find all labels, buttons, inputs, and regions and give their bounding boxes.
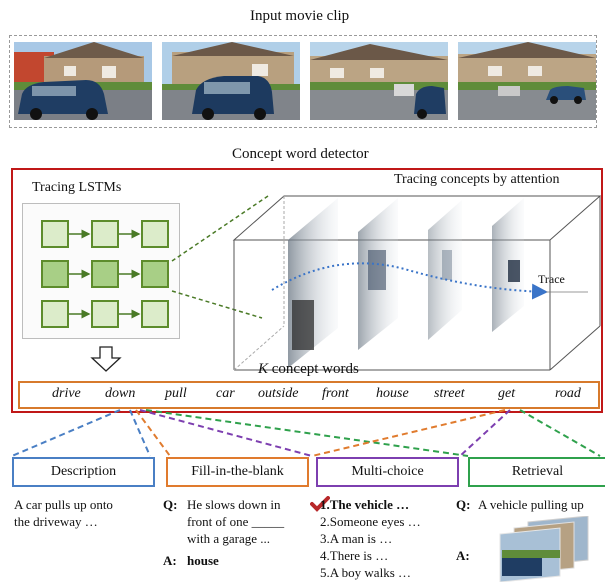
trace-label: Trace (538, 272, 565, 286)
movie-clip-strip (9, 35, 597, 128)
fill-answer-label: A: (163, 553, 177, 568)
lstm-cell (41, 220, 69, 248)
description-text: A car pulls up onto the driveway … (14, 497, 113, 529)
multi-choice-option: 5.A boy walks … (320, 565, 411, 580)
lstm-cell (141, 300, 169, 328)
concept-words-title: K concept words (258, 361, 359, 377)
video-frame-2 (162, 42, 300, 120)
task-retrieval: Retrieval (468, 457, 605, 487)
concept-word: get (498, 386, 516, 401)
lstm-cell (41, 300, 69, 328)
task-multi-choice: Multi-choice (316, 457, 459, 487)
multi-choice-option: 3.A man is … (320, 531, 393, 546)
lstm-cell (141, 220, 169, 248)
task-description: Description (12, 457, 155, 487)
video-frame-4 (458, 42, 596, 120)
lstm-cell (91, 260, 119, 288)
retrieval-query-text: A vehicle pulling up (478, 497, 584, 512)
concept-word: house (376, 386, 409, 401)
retrieved-clip-stack (499, 516, 589, 582)
lstm-cell (41, 260, 69, 288)
lstm-cell (91, 300, 119, 328)
concept-word: road (555, 386, 581, 401)
task-fill-in-the-blank: Fill-in-the-blank (166, 457, 309, 487)
concept-word: street (434, 386, 465, 401)
lstm-panel (22, 203, 180, 339)
concept-word: drive (52, 386, 81, 401)
lstm-cell (91, 220, 119, 248)
detector-title: Concept word detector (232, 146, 369, 162)
attention-title: Tracing concepts by attention (394, 172, 560, 187)
fill-question-text: He slows down in front of one _____ with… (187, 497, 285, 546)
multi-choice-option-correct: 1.The vehicle … (320, 497, 410, 512)
concept-word: outside (258, 386, 299, 401)
concept-word: front (322, 386, 349, 401)
checkmark-icon (310, 496, 330, 512)
fill-question-label: Q: (163, 497, 178, 512)
lstm-title: Tracing LSTMs (32, 180, 122, 195)
retrieval-question-label: Q: (456, 497, 471, 512)
retrieval-answer-label: A: (456, 548, 470, 563)
video-frame-3 (310, 42, 448, 120)
concept-words-box (18, 381, 600, 409)
concept-word: down (105, 386, 136, 401)
multi-choice-option: 4.There is … (320, 548, 389, 563)
lstm-cell (141, 260, 169, 288)
attention-volume (232, 195, 602, 371)
input-clip-title: Input movie clip (250, 8, 350, 24)
concept-detector-box (11, 168, 603, 413)
multi-choice-option: 2.Someone eyes … (320, 514, 421, 529)
video-frame-1 (14, 42, 152, 120)
down-arrow-icon (90, 346, 122, 372)
concept-word: car (216, 386, 235, 401)
multi-choice-options: 1.The vehicle … 2.Someone eyes … 3.A man… (320, 496, 421, 581)
concept-word: pull (165, 386, 187, 401)
fill-answer-text: house (187, 553, 219, 568)
